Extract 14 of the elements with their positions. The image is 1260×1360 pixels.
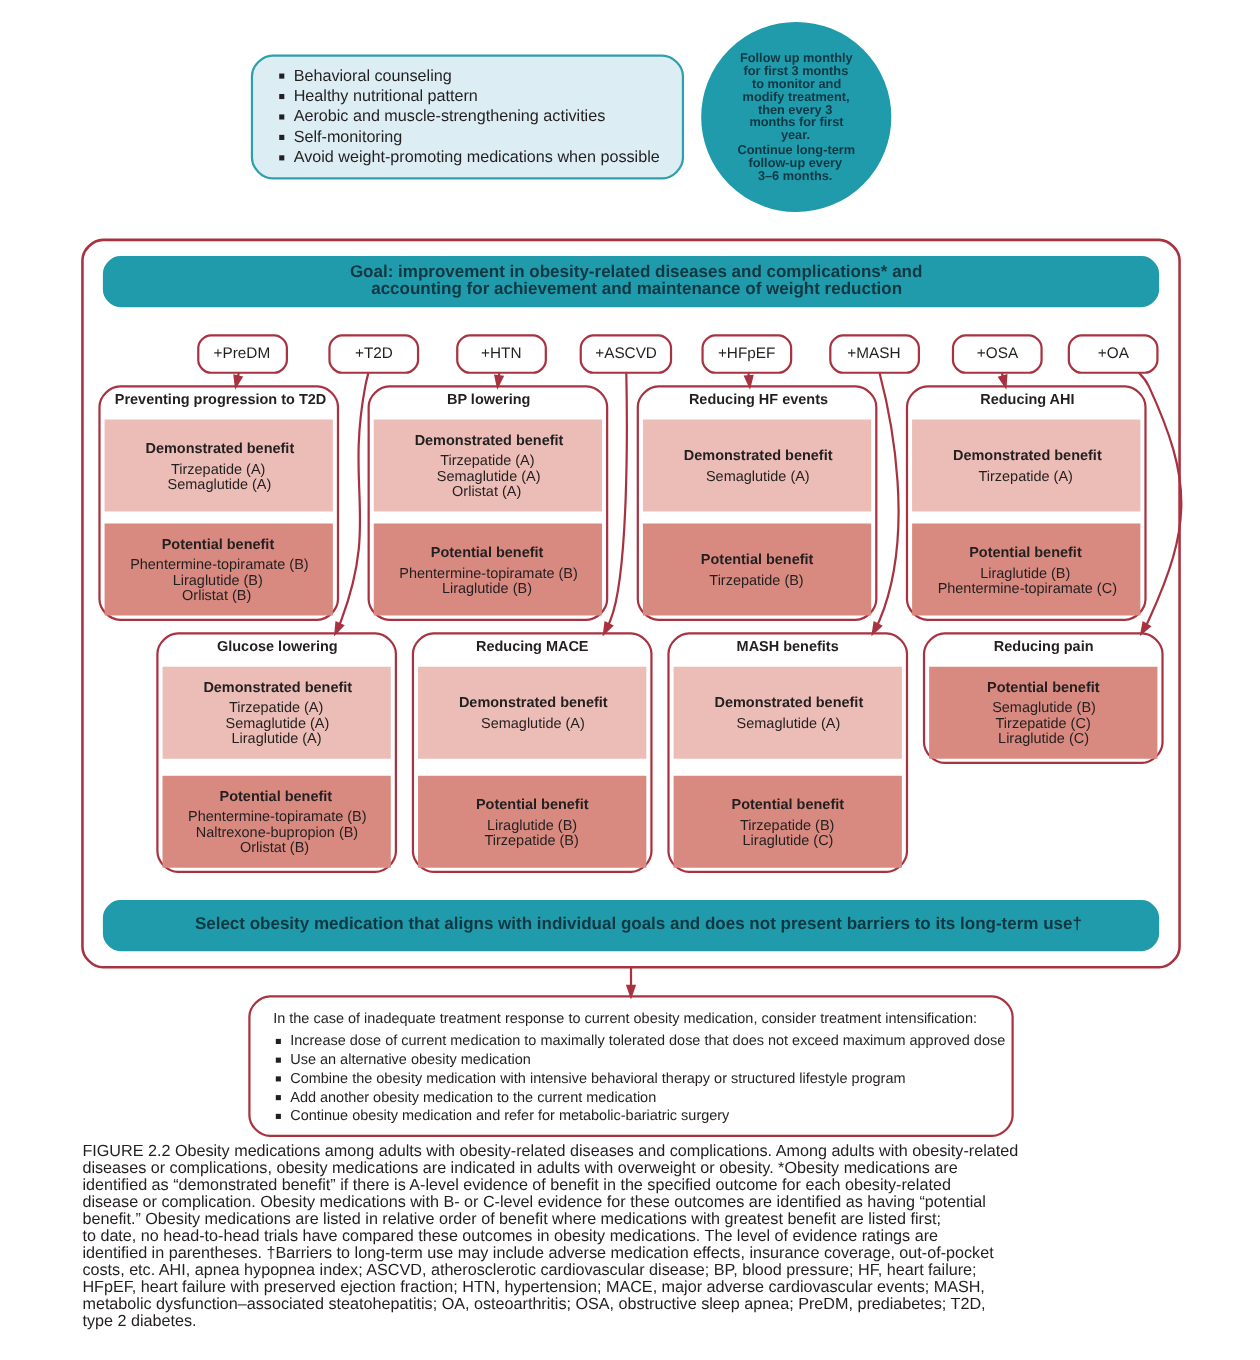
node-box: Goal: improvement in obesity-related diseases and complications* and accounting for achievement and maintenance of weight reduction — [101, 256, 1159, 308]
node-box: +HTN — [455, 334, 546, 374]
arrow — [1137, 372, 1182, 637]
node-box: Select obesity medication that aligns with individual goals and does not present barriers to its long-term use† — [101, 900, 1159, 952]
node-box: +PreDM — [196, 334, 287, 374]
node-box: +ASCVD — [578, 334, 672, 374]
arrow — [333, 372, 369, 637]
node-box: +MASH — [828, 334, 919, 374]
node-box: +T2D — [327, 334, 419, 374]
node-box: +HFpEF — [700, 334, 792, 374]
arrow — [624, 967, 636, 1000]
node-box: +OA — [1066, 334, 1158, 374]
arrow — [601, 373, 627, 637]
node-box: +OSA — [950, 334, 1042, 374]
